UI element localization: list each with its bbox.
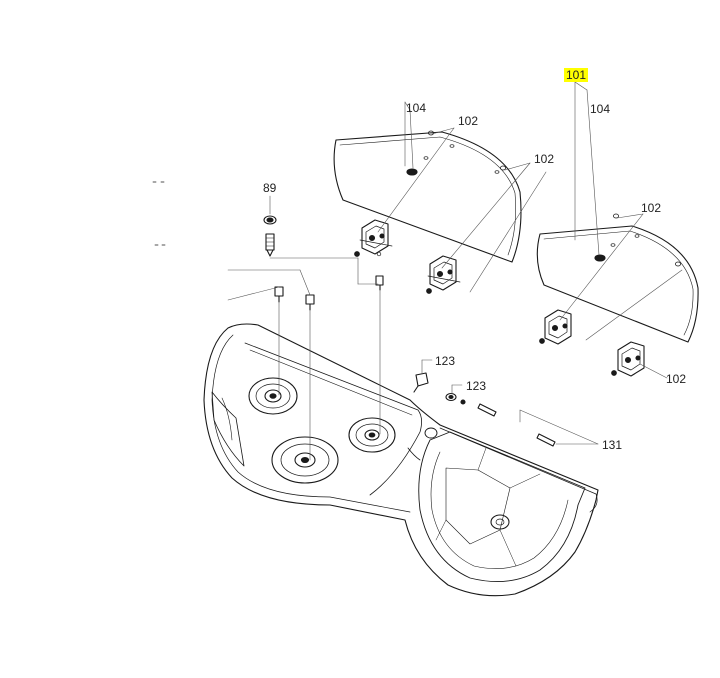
callout-101: 101 [564,68,589,82]
wash-basin [418,431,586,583]
callout-123-b: 123 [466,379,487,393]
callout-131: 131 [602,438,623,452]
callout-123-a: 123 [435,354,456,368]
part-131-pins [460,399,556,447]
lid-panel-left [333,131,522,263]
hinge-left-1 [359,219,393,255]
stray-marks [152,181,166,246]
lid-hole-right [594,254,606,262]
callout-89: 89 [263,181,277,195]
callout-102-mid: 102 [534,152,555,166]
lid-panel-right [536,213,699,343]
hinge-right-2 [611,341,645,377]
burner-front [271,436,339,484]
callout-104-right: 104 [590,102,611,116]
knob-89 [263,215,277,257]
callout-102-right: 102 [641,201,662,215]
burner-back [248,377,298,415]
callout-102-bottom: 102 [666,372,687,386]
part-123-a [413,372,429,393]
callout-102-top: 102 [458,114,479,128]
leader-lines [227,81,683,461]
lid-hole-left [406,168,418,176]
callout-104-left: 104 [406,101,427,115]
hinge-right-1 [539,309,572,345]
burner-right [348,417,396,453]
body-screws [274,275,384,311]
part-123-b [445,392,457,402]
stove-body-tub [203,323,599,597]
hinge-left-2 [426,255,461,294]
center-hole [424,427,438,439]
